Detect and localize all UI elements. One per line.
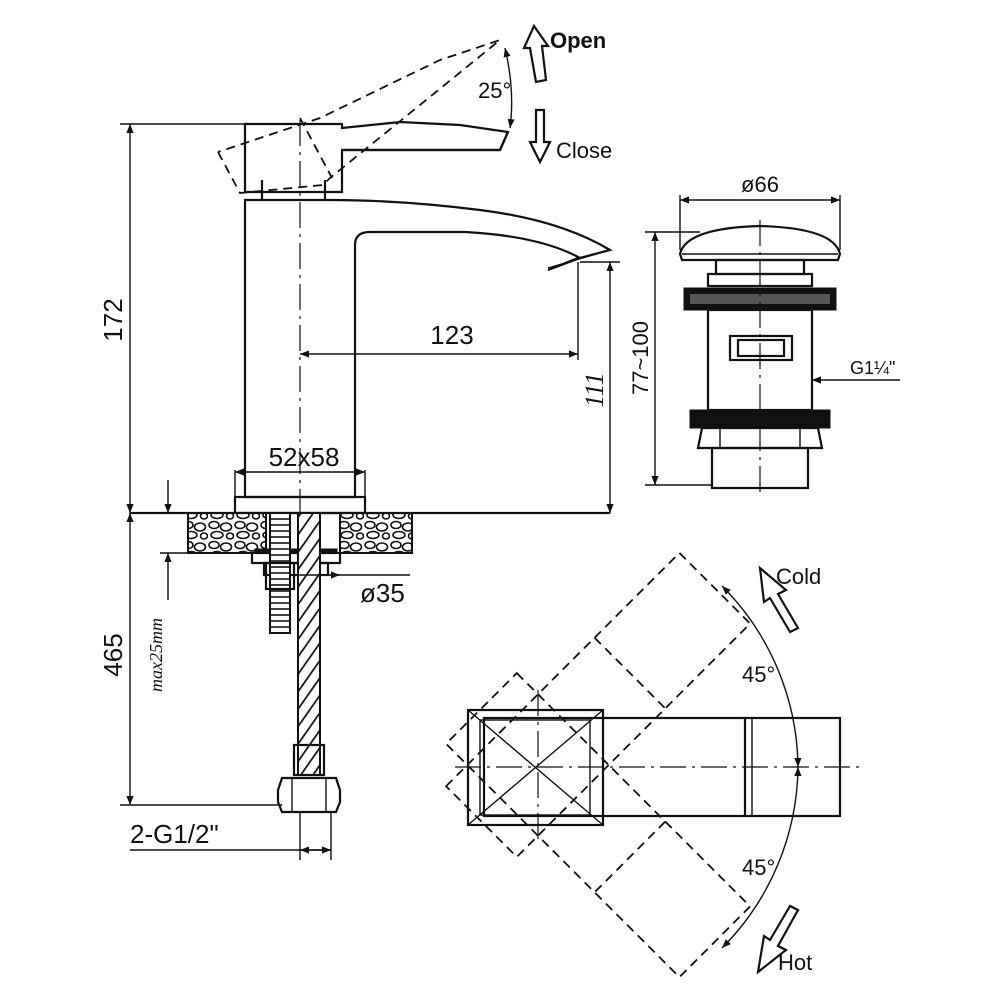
cold-arrow — [758, 565, 800, 634]
cold-rotation-angle: 45° — [742, 662, 775, 687]
dim-base-size: 52x58 — [269, 442, 340, 472]
counter-left — [187, 512, 267, 554]
dim-spout-reach: 123 — [430, 320, 473, 350]
lever-tilt-angle: 25° — [478, 78, 511, 103]
open-label: Open — [550, 28, 606, 53]
counter-right — [339, 512, 413, 554]
open-arrow — [522, 23, 551, 84]
open-lever-outline — [217, 39, 501, 194]
hot-arrow — [756, 904, 800, 975]
close-label: Close — [556, 138, 612, 163]
cold-label: Cold — [776, 564, 821, 589]
braided-hose — [297, 512, 321, 776]
dim-waste-thread: G1¼" — [850, 358, 895, 378]
waste-assembly — [678, 220, 842, 495]
close-arrow — [528, 108, 552, 165]
hot-rotation-angle: 45° — [742, 855, 775, 880]
dim-spout-height: 111 — [580, 372, 609, 407]
dim-inlet-thread: 2-G1/2" — [130, 819, 219, 849]
dim-waste-height: 77~100 — [628, 321, 653, 395]
hot-position-outline — [444, 671, 752, 979]
inlet-nut — [276, 776, 342, 814]
lever-handle — [243, 120, 510, 194]
dim-waste-diameter: ø66 — [741, 172, 779, 197]
dim-mounting-hole: ø35 — [360, 578, 405, 608]
hot-label: Hot — [778, 950, 812, 975]
cold-position-outline — [444, 551, 752, 859]
lever-tilt-indicator: 25° Open Close — [478, 23, 612, 165]
dim-total-height: 172 — [98, 298, 128, 341]
dim-hose-length: 465 — [98, 633, 128, 676]
threaded-stud — [269, 512, 291, 634]
waste-cap — [678, 224, 842, 262]
side-view-dimensions: 172 465 max25mm 123 111 52x58 ø35 2-G1/2… — [98, 123, 620, 854]
faucet-top-view: 45° 45° Cold Hot — [444, 551, 860, 979]
waste-dimensions: ø66 77~100 G1¼" — [628, 172, 900, 486]
dim-max-counter-thickness: max25mm — [146, 618, 166, 692]
